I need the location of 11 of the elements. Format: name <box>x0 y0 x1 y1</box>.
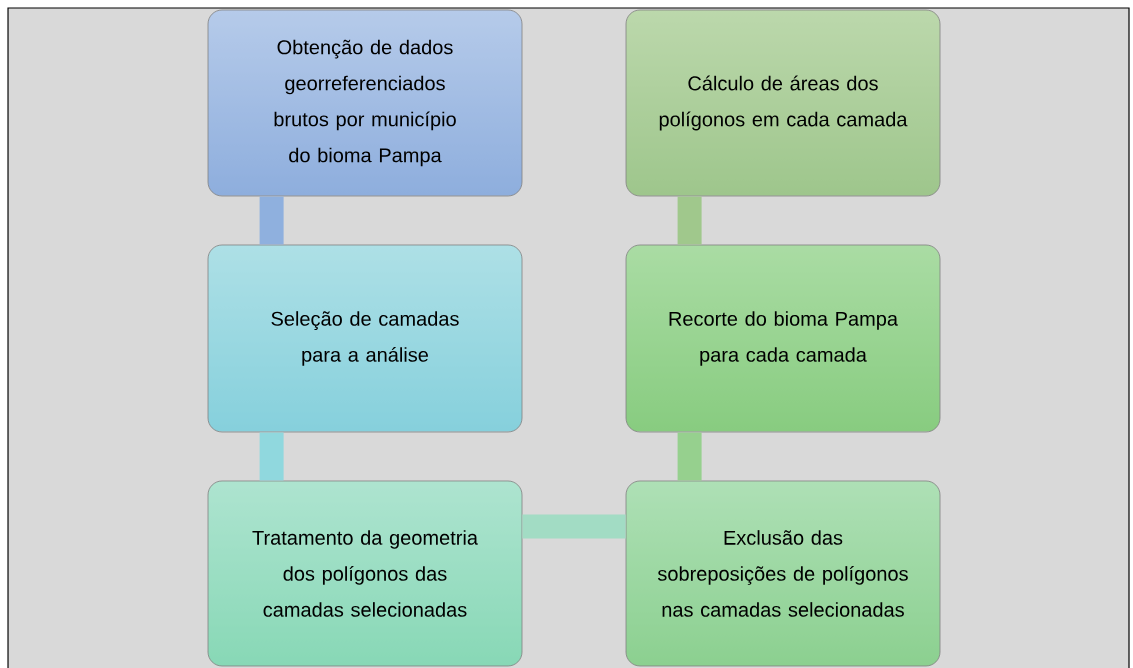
process-box: Recorte do bioma Pampa para cada camada <box>625 244 941 433</box>
connector-bar <box>259 196 284 245</box>
connector-bar <box>677 196 702 245</box>
connector-bar <box>522 514 626 539</box>
process-box: Seleção de camadas para a análise <box>207 244 523 433</box>
connector-bar <box>677 432 702 481</box>
process-box: Obtenção de dados georreferenciados brutos por município do bioma Pampa <box>207 9 523 197</box>
process-box: Exclusão das sobreposições de polígonos nas camadas selecionadas <box>625 480 941 667</box>
process-box: Tratamento da geometria dos polígonos das camadas selecionadas <box>207 480 523 667</box>
process-box: Cálculo de áreas dos polígonos em cada camada <box>625 9 941 197</box>
connector-bar <box>259 432 284 481</box>
